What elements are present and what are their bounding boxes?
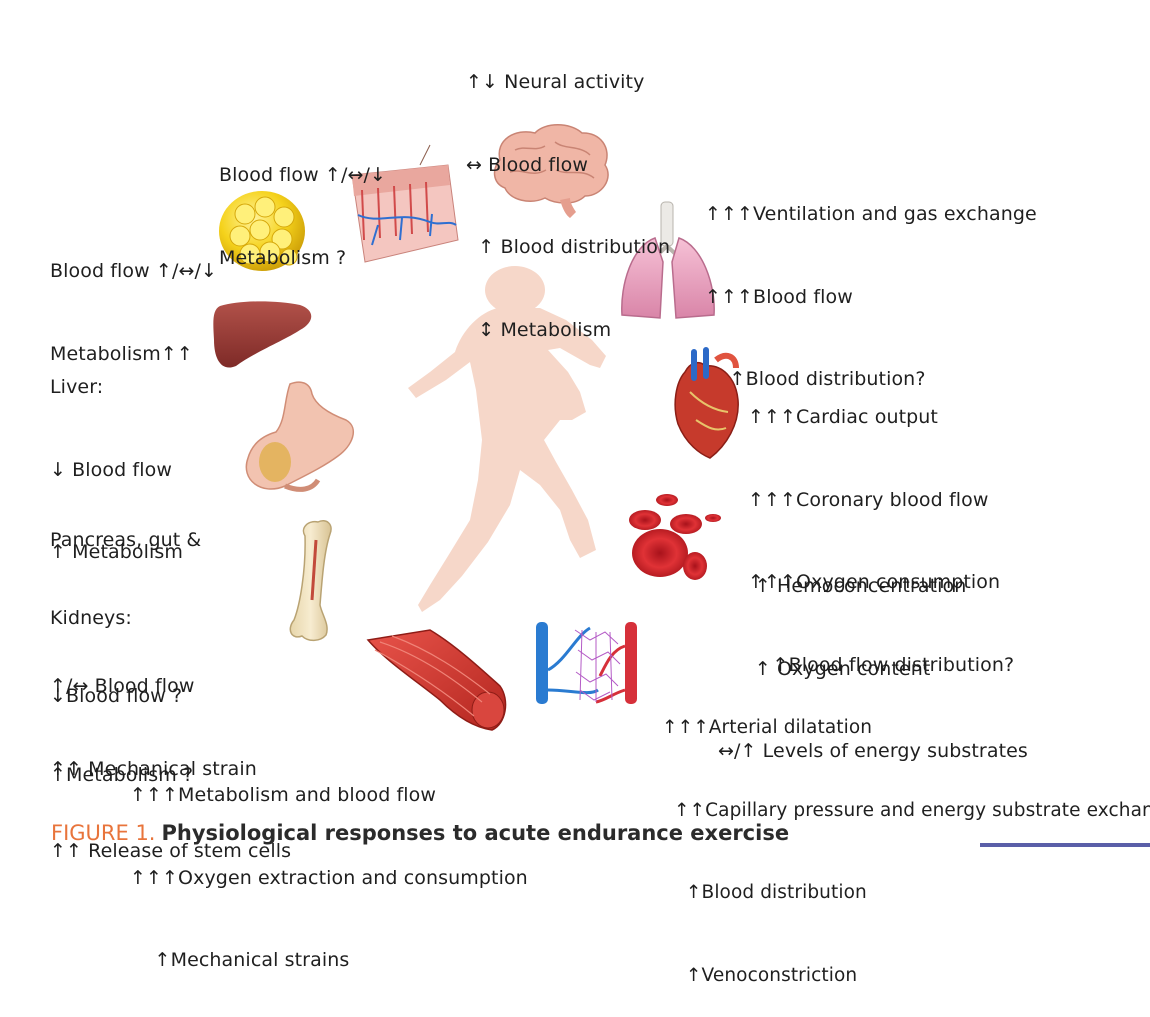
adipose-tissue-icon: [219, 191, 305, 271]
figure-caption: FIGURE 1.Physiological responses to acut…: [51, 821, 789, 845]
heart-annotation: ↑↑↑Cardiac output ↑↑↑Coronary blood flow…: [748, 406, 1015, 676]
brain-icon: [493, 124, 609, 218]
figure-title: Physiological responses to acute enduran…: [161, 821, 790, 845]
adipose-annotation: Blood flow ↑/↔/↓ Metabolism↑↑: [50, 260, 217, 365]
liver-icon: [213, 301, 312, 368]
stomach-icon: [245, 381, 355, 492]
blood-annotation: ↑ Hemoconcentration ↑ Oxygen content ↔/↑…: [718, 575, 1028, 762]
muscle-annotation: ↑↑↑Metabolism and blood flow ↑↑↑Oxygen e…: [130, 784, 528, 971]
brain-annotation: ↑↓ Neural activity ↔ Blood flow ↑ Blood …: [466, 71, 671, 341]
pancreas-gut-kidneys-annotation: Pancreas, gut & Kidneys: ↓Blood flow ? ↑…: [50, 529, 202, 786]
lungs-icon: [621, 201, 715, 319]
bone-icon: [289, 520, 332, 642]
runner-silhouette: [408, 266, 606, 612]
liver-annotation: Liver: ↓ Blood flow ↑ Metabolism: [50, 376, 183, 563]
heart-icon: [674, 347, 739, 459]
muscle-icon: [366, 629, 507, 731]
lungs-annotation: ↑↑↑Ventilation and gas exchange ↑↑↑Blood…: [705, 203, 1037, 390]
figure-label: FIGURE 1.: [51, 821, 156, 845]
skin-annotation: Blood flow ↑/↔/↓ Metabolism ?: [219, 164, 386, 269]
red-blood-cells-icon: [629, 494, 721, 580]
caption-rule: [980, 843, 1150, 847]
blood-vessels-icon: [536, 622, 637, 704]
skin-cross-section-icon: [351, 144, 459, 263]
diagram-artwork: [213, 124, 739, 731]
